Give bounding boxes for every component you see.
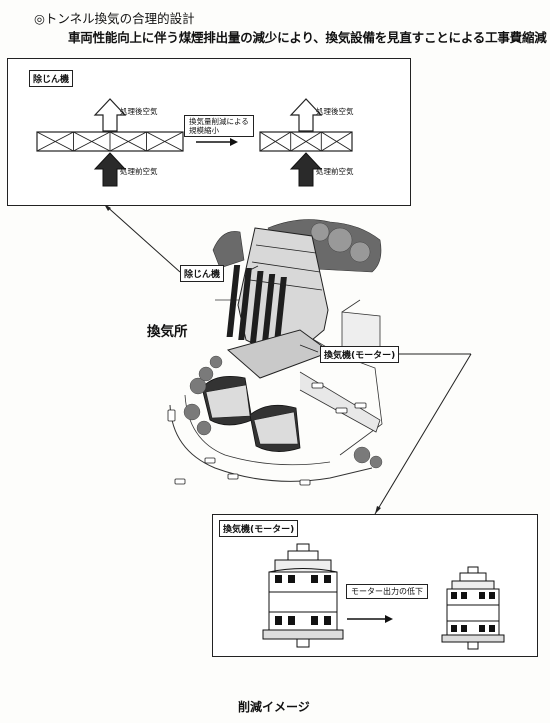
after-air-label-left: 処理後空気: [120, 107, 158, 116]
page-subtitle: 車両性能向上に伴う煤煙排出量の減少により、換気設備を見直すことによる工事費縮減: [68, 30, 547, 45]
ventilation-station-label: 換気所: [147, 324, 188, 340]
ventilation-fan-panel: 換気機(モーター) モーター出力の低下: [212, 514, 538, 657]
ventilation-fan-label: 換気機(モーター): [219, 520, 299, 537]
dust-collector-label: 除じん機: [29, 70, 74, 87]
fan-motor-diagram: [262, 543, 505, 650]
before-air-label-left: 処理前空気: [120, 167, 158, 176]
dust-collector-panel: 除じん機 処理後空気 処理前空気 換気量削減による 規模縮小 処理後空気 処理前…: [7, 58, 411, 206]
figure-caption: 削減イメージ: [238, 700, 310, 714]
ventilation-fan-tag: 換気機(モーター): [320, 346, 400, 363]
page-title: ◎トンネル換気の合理的設計: [34, 11, 195, 26]
volume-reduction-note: 換気量削減による 規模縮小: [184, 115, 254, 137]
before-air-label-right: 処理前空気: [316, 167, 354, 176]
dust-collector-diagram: [36, 98, 353, 187]
after-air-label-right: 処理後空気: [316, 107, 354, 116]
dust-collector-tag: 除じん機: [180, 265, 225, 282]
motor-output-note: モーター出力の低下: [346, 584, 428, 599]
